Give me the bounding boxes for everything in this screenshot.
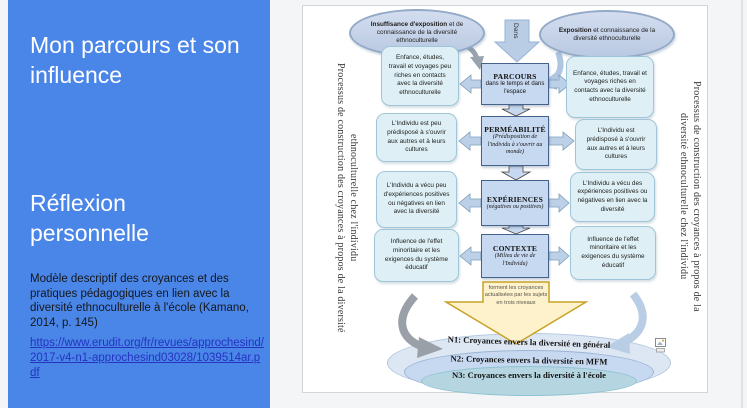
right-vertical-line-1: diversité ethnoculturelle chez l'individ… <box>678 112 689 280</box>
dans-down-arrow <box>493 19 541 63</box>
right-vertical-caption: diversité ethnoculturelle chez l'individ… <box>677 24 703 368</box>
beliefs-model-diagram: Processus de construction des croyances … <box>302 5 708 396</box>
down-arrow-3 <box>501 225 531 235</box>
experiences-title: EXPÉRIENCES <box>486 194 544 204</box>
block-arrow-right-3 <box>548 193 570 213</box>
exposure-rest: et connaissance de la diversité ethnocul… <box>573 26 656 42</box>
dans-label: Dans <box>512 23 519 39</box>
slide-citation: Modèle descriptif des croyances et des p… <box>30 273 249 330</box>
exposure-bold: Exposition <box>558 26 592 34</box>
swirl-arrow-left <box>398 293 425 351</box>
block-arrow-right-2 <box>548 131 575 151</box>
center-box-permeabilite: PERMÉABILITÉ (Prédisposition de l'indivi… <box>481 116 549 166</box>
insufficient-exposure-rest: et de connaissance de la diversité ethno… <box>376 21 464 44</box>
parcours-title: PARCOURS <box>493 71 537 81</box>
yellow-down-arrow <box>443 281 589 345</box>
right-box-permeabilite: L'Individu est prédisposé à s'ouvrir aux… <box>575 119 657 170</box>
block-arrow-left-4 <box>459 246 482 266</box>
swirl-arrow-left-head <box>417 337 443 358</box>
right-box-parcours: Enfance, études, travail et voyages rich… <box>566 56 654 118</box>
left-box-permeabilite: L'Individu est peu prédisposé à s'ouvrir… <box>376 113 457 162</box>
window-right-border <box>741 0 743 408</box>
left-vertical-caption: Processus de construction des croyances … <box>334 14 360 382</box>
right-box-experiences: L'Individu a vécu des expériences positi… <box>570 172 655 222</box>
curl-arrow-left-head <box>470 56 484 70</box>
center-box-experiences: EXPÉRIENCES (négatives ou positives) <box>481 180 549 226</box>
left-box-contexte: Influence de l'effet minoritaire et les … <box>374 229 459 282</box>
permeabilite-sub: (Prédisposition de l'individu à s'ouvrir… <box>487 133 543 156</box>
swirl-arrow-right-head <box>606 333 630 354</box>
center-box-contexte: CONTEXTE (Milieu de vie de l'Individu) <box>481 234 549 278</box>
block-arrow-left-2 <box>458 131 482 151</box>
left-box-experiences: L'Individu a vécu peu d'expériences posi… <box>376 171 457 228</box>
slide-title: Mon parcours et son influence <box>30 32 240 89</box>
right-box-contexte: Influence de l'effet minoritaire et les … <box>570 226 656 280</box>
slide-title-panel: Mon parcours et son influence Réflexion … <box>8 0 270 408</box>
left-vertical-line-2: ethnoculturelle chez l'individu <box>348 134 359 262</box>
level-ellipse-n3 <box>421 366 637 396</box>
contexte-sub: (Milieu de vie de l'Individu) <box>494 252 536 267</box>
permeabilite-title: PERMÉABILITÉ <box>484 124 546 134</box>
left-vertical-line-1: Processus de construction des croyances … <box>335 63 346 333</box>
diagram-arrows <box>398 19 647 358</box>
block-arrow-right-4 <box>548 246 570 266</box>
left-box-parcours: Enfance, études, travail et voyages peu … <box>381 46 459 106</box>
down-arrow-2 <box>500 165 532 181</box>
down-arrow-1 <box>501 104 531 117</box>
contexte-title: CONTEXTE <box>492 243 538 253</box>
parcours-sub: dans le temps et dans l'espace <box>485 80 545 95</box>
block-arrow-left-3 <box>458 193 482 213</box>
erudit-pdf-link[interactable]: https://www.erudit.org/fr/revues/approch… <box>30 337 264 379</box>
exposure-ellipse: Exposition et connaissance de la diversi… <box>539 10 675 59</box>
experiences-sub: (négatives ou positives) <box>486 203 544 210</box>
yellow-arrow-caption: forment les croyances actualisées par le… <box>484 285 548 306</box>
block-arrow-left-1 <box>459 74 482 94</box>
block-arrow-right-1 <box>548 74 571 94</box>
slide-subtitle: Réflexion personnelle <box>30 190 149 247</box>
level-n3-label: N3: Croyances envers la diversité à l'éc… <box>451 370 606 380</box>
broken-image-icon <box>655 338 666 353</box>
center-box-parcours: PARCOURS dans le temps et dans l'espace <box>481 63 549 105</box>
right-vertical-line-2: Processus de construction des croyances … <box>691 80 702 312</box>
insufficient-exposure-bold: Insuffisance d'exposition <box>370 21 448 28</box>
